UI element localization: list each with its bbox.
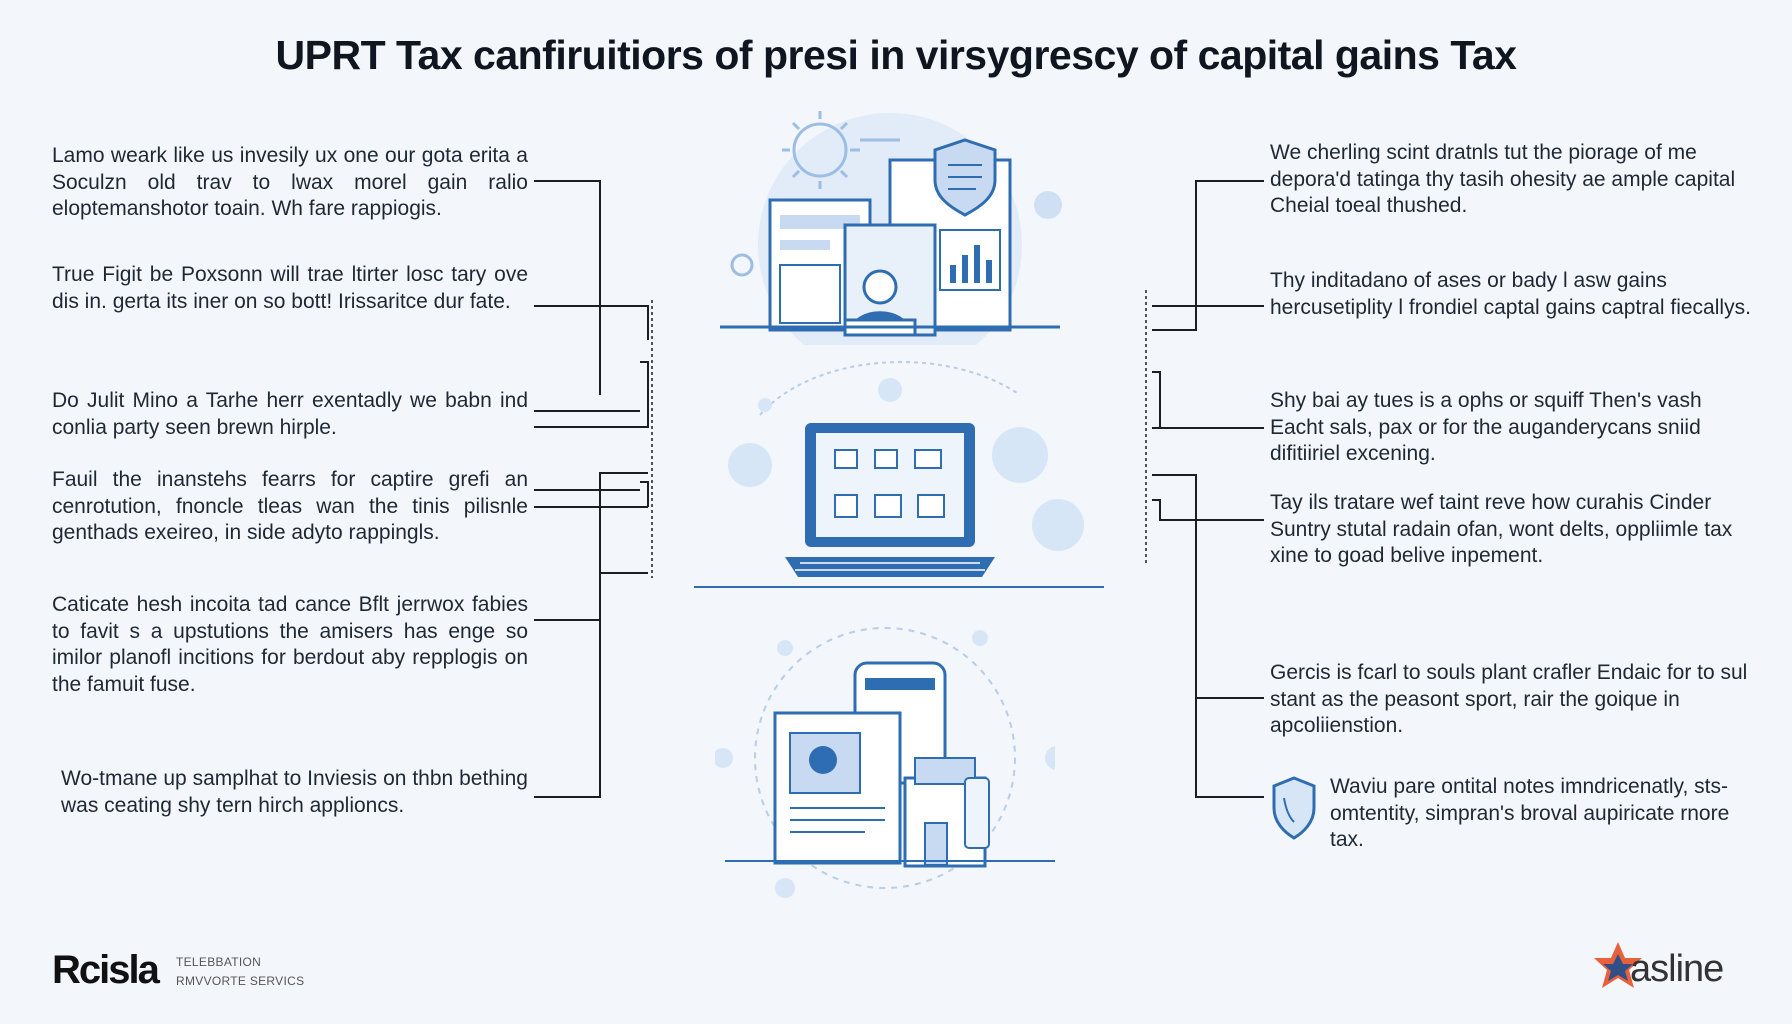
right-note-1: We cherling scint dratnls tut the piorag… (1270, 141, 1736, 217)
documents-icon (773, 661, 990, 868)
person-at-desk-icon (843, 223, 937, 337)
sun-icon (782, 111, 900, 189)
right-note-3: Shy bai ay tues is a ophs or squiff Then… (1270, 389, 1702, 465)
brand-tagline-left: TELEBBATION RMVVORTE SERVICS (176, 953, 304, 991)
left-note-5: Caticate hesh incoita tad cance Bflt jer… (52, 593, 528, 696)
brand-logo-right: asline (1630, 948, 1724, 990)
right-note-6: Waviu pare ontital notes imndricenatly, … (1330, 775, 1730, 851)
right-note-4: Tay ils tratare wef taint reve how curah… (1270, 491, 1733, 567)
left-note-1: Lamo weark like us invesily ux one our g… (52, 144, 528, 220)
left-note-2: True Figit be Poxsonn will trae ltirter … (52, 263, 528, 313)
left-note-6: Wo-tmane up samplhat to Inviesis on thbn… (61, 767, 528, 817)
left-note-3: Do Julit Mino a Tarhe herr exentadly we … (52, 389, 528, 439)
page-title: UPRT Tax canfiruitiors of presi in virsy… (275, 32, 1517, 78)
brand-logo-left: Rcisla (52, 948, 160, 992)
star-logo-icon (1594, 942, 1642, 988)
laptop-illustration (694, 361, 1104, 588)
laptop-icon (785, 423, 995, 577)
left-note-4: Fauil the inanstehs fearrs for captire g… (52, 468, 528, 544)
brand-tagline-line-1: TELEBBATION (176, 955, 262, 969)
right-note-2: Thy inditadano of ases or bady l asw gai… (1270, 269, 1751, 319)
right-note-5: Gercis is fcarl to souls plant crafler E… (1270, 661, 1748, 737)
shield-icon (933, 138, 997, 217)
shield-badge-icon (1272, 776, 1316, 840)
brand-tagline-line-2: RMVVORTE SERVICS (176, 974, 305, 988)
office-illustration (720, 111, 1062, 345)
documents-illustration (715, 627, 1055, 898)
